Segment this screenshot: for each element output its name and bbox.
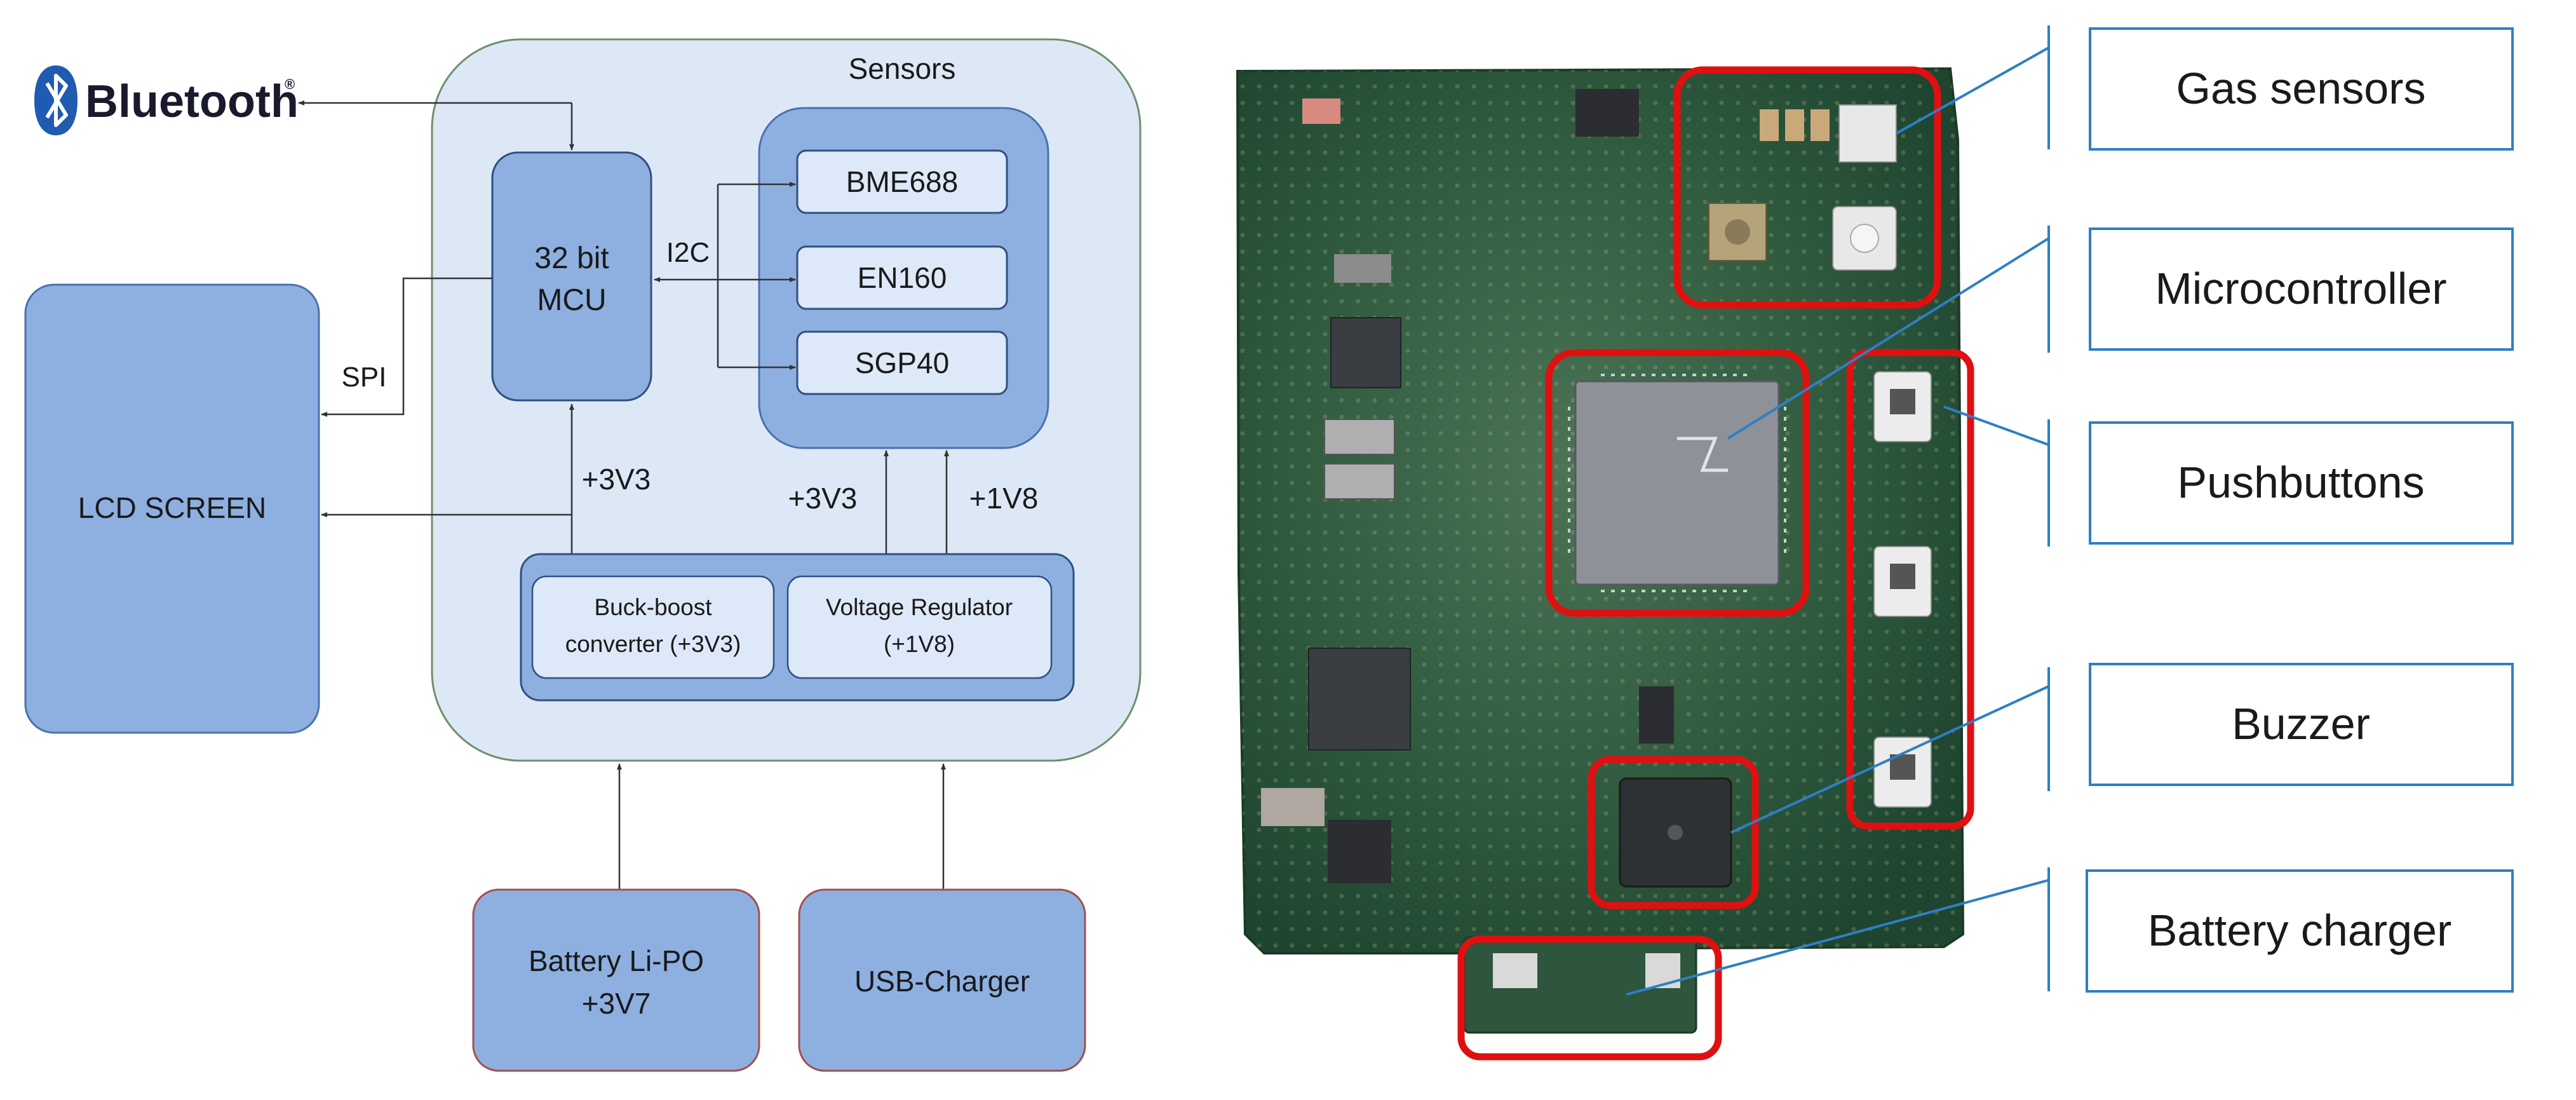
highlight-gas-sensors xyxy=(1673,66,1941,309)
mcu-supply-rail xyxy=(321,404,574,557)
sensor-bme688-label: BME688 xyxy=(846,165,958,198)
sensor-bme688 xyxy=(796,149,1008,214)
sensor-sgp40 xyxy=(796,330,1008,395)
callout-buzzer-label: Buzzer xyxy=(2232,699,2370,749)
spi-label: SPI xyxy=(342,362,387,393)
callout-gas-sensors-label: Gas sensors xyxy=(2176,64,2426,113)
sensor-en160 xyxy=(796,245,1008,310)
bluetooth-label: Bluetooth xyxy=(85,76,299,127)
callout-pushbuttons xyxy=(2089,421,2514,545)
sensor-3v3-label: +3V3 xyxy=(788,482,858,515)
battery-block xyxy=(472,888,760,1072)
mcu-chip xyxy=(1574,380,1780,586)
callout-buzzer xyxy=(2089,663,2514,786)
voltage-regulator xyxy=(786,575,1053,679)
block-diagram: Bluetooth ® Sensors 32 bit MCU BME688 EN… xyxy=(24,38,1142,1072)
callout-labels: Gas sensors Microcontroller Pushbuttons … xyxy=(2086,27,2514,993)
callout-gas-sensors xyxy=(2089,27,2514,151)
i2c-bus xyxy=(654,182,796,370)
regulator-line1: Voltage Regulator xyxy=(826,594,1013,620)
gas-sensor-chip-1 xyxy=(1838,104,1897,163)
i2c-label: I2C xyxy=(666,237,710,268)
sensor-supply-rails xyxy=(884,450,949,557)
mcu-supply-label: +3V3 xyxy=(582,463,651,496)
highlight-pushbuttons xyxy=(1846,349,1974,830)
sensor-en160-label: EN160 xyxy=(858,261,947,294)
battery-line2: +3V7 xyxy=(582,987,651,1020)
callout-battery-charger-label: Battery charger xyxy=(2148,906,2452,955)
callout-lines xyxy=(1626,25,2050,996)
sensor-1v8-label: +1V8 xyxy=(969,482,1039,515)
bluetooth-logo: Bluetooth ® xyxy=(34,65,299,135)
highlight-microcontroller xyxy=(1545,349,1810,617)
callout-pushbuttons-label: Pushbuttons xyxy=(2177,458,2424,507)
callout-microcontroller xyxy=(2089,227,2514,351)
lcd-block xyxy=(24,283,320,734)
spi-link xyxy=(321,277,492,417)
battery-line1: Battery Li-PO xyxy=(529,944,704,977)
highlight-battery-charger xyxy=(1457,935,1722,1061)
lcd-label: LCD SCREEN xyxy=(78,491,267,524)
mcu-block xyxy=(491,151,652,402)
buck-boost-converter xyxy=(531,575,775,679)
bluetooth-link xyxy=(298,100,574,151)
regulator-line2: (+1V8) xyxy=(884,631,955,657)
highlight-boxes xyxy=(1457,66,1974,1061)
pcb-photo: Gas sensors Microcontroller Pushbuttons … xyxy=(1236,25,2514,1061)
power-input-arrows xyxy=(617,763,946,890)
buck-boost-line2: converter (+3V3) xyxy=(565,631,741,657)
usb-charger-label: USB-Charger xyxy=(854,965,1030,998)
registered-mark: ® xyxy=(285,76,295,92)
sensor-sgp40-label: SGP40 xyxy=(855,346,949,379)
sensors-group-title: Sensors xyxy=(849,52,956,85)
highlight-buzzer xyxy=(1588,756,1759,909)
mcu-label-line2: MCU xyxy=(537,283,606,317)
mcu-label-line1: 32 bit xyxy=(534,241,609,275)
usb-charger-block xyxy=(798,888,1086,1072)
callout-battery-charger xyxy=(2086,869,2514,993)
buck-boost-line1: Buck-boost xyxy=(594,594,712,620)
callout-microcontroller-label: Microcontroller xyxy=(2155,264,2447,313)
